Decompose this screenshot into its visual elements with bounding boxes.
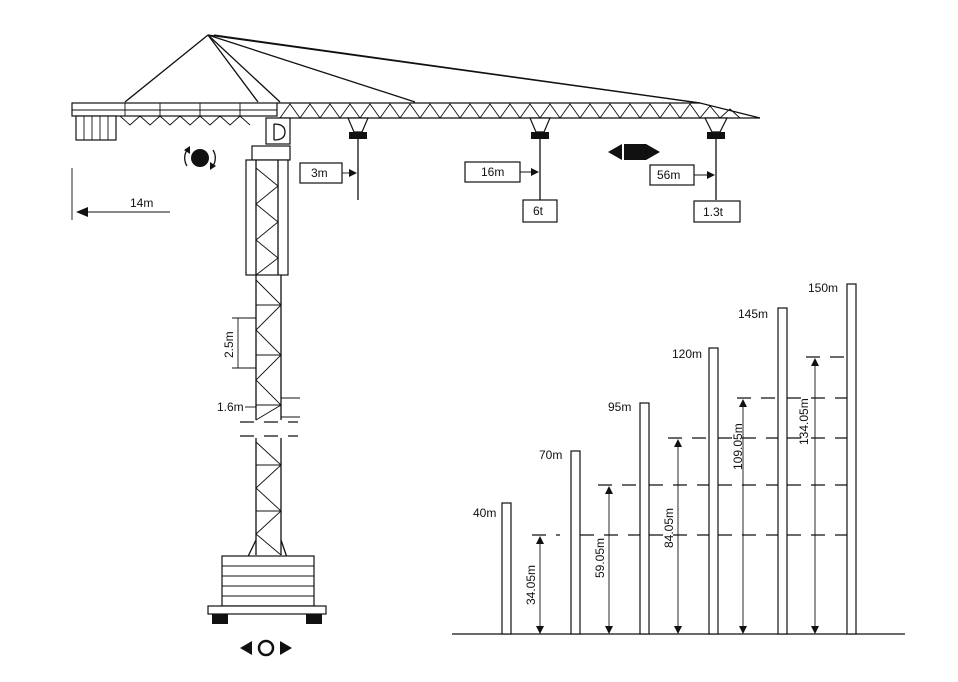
- hook-height-arrows: [536, 358, 819, 634]
- mast-height-label: 70m: [539, 448, 562, 462]
- mast-height-label: 120m: [672, 347, 702, 361]
- max-reach-dimension: 56m 1.3t: [649, 164, 741, 223]
- mast-height-label: 40m: [473, 506, 496, 520]
- crane-illustration: 14m: [71, 34, 761, 657]
- hook-height-label: 59.05m: [593, 538, 607, 578]
- hook-height-label: 134.05m: [797, 398, 811, 445]
- main-jib: [277, 102, 761, 119]
- counter-jib-dimension: 14m: [71, 168, 170, 220]
- mast-40m: [501, 502, 512, 635]
- upper-mast: [245, 159, 289, 276]
- hook-min-reach: [347, 117, 369, 200]
- mid-reach-dimension: 16m 6t: [464, 161, 558, 223]
- mast-120m: [708, 347, 719, 635]
- crane-base: [207, 539, 327, 624]
- hook-height-label: 109.05m: [731, 423, 745, 470]
- mast-height-label: 150m: [808, 281, 838, 295]
- trolley-travel-icon: [608, 144, 660, 160]
- min-reach-label: 3m: [311, 166, 328, 180]
- section-height-label: 2.5m: [222, 331, 236, 358]
- section-height-dimension: 2.5m: [222, 317, 256, 369]
- mid-reach-label: 16m: [481, 165, 504, 179]
- mast-height-label: 145m: [738, 307, 768, 321]
- mast-150m: [846, 283, 857, 635]
- operator-cab: [265, 117, 291, 145]
- base-travel-icon: [240, 639, 292, 657]
- slew-rotation-icon: [184, 146, 216, 170]
- mast-70m: [570, 450, 581, 635]
- tower-head: [124, 34, 701, 104]
- mid-load-label: 6t: [533, 204, 544, 218]
- mast-width-label: 1.6m: [217, 400, 244, 414]
- height-chart: 34.05m 59.05m 84.05m 109.05m 134.05m 40m…: [452, 281, 905, 635]
- counter-jib-length-label: 14m: [130, 196, 153, 210]
- mast: [240, 275, 298, 556]
- min-reach-dimension: 3m: [299, 162, 357, 184]
- mast-height-label: 95m: [608, 400, 631, 414]
- hook-height-label: 84.05m: [662, 508, 676, 548]
- mast-width-dimension: 1.6m: [217, 397, 300, 418]
- slewing-ring: [251, 145, 291, 161]
- max-reach-label: 56m: [657, 168, 680, 182]
- counter-jib: [71, 102, 278, 141]
- hook-height-label: 34.05m: [524, 565, 538, 605]
- mast-145m: [777, 307, 788, 635]
- hook-max-reach: [704, 117, 728, 200]
- max-load-label: 1.3t: [703, 205, 724, 219]
- hook-mid-reach: [529, 117, 551, 200]
- mast-95m: [639, 402, 650, 635]
